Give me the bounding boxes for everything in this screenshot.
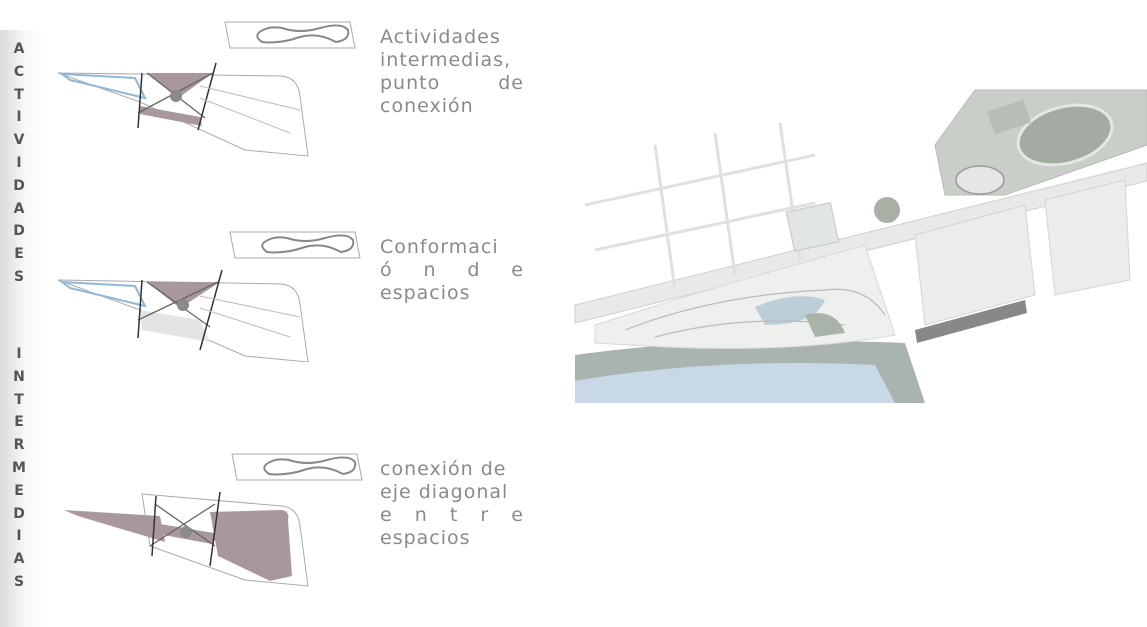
caption-line: eje diagonal (380, 481, 509, 503)
section-lines (137, 269, 223, 351)
caption-2: Conformaci ó n d e espacios (380, 236, 524, 305)
plaza-block (785, 202, 840, 252)
caption-line: conexión de (380, 458, 507, 480)
lake-edge (575, 340, 925, 403)
side-title-letter: D (13, 177, 25, 194)
caption-line: espacios (380, 527, 471, 549)
sports-field (987, 99, 1031, 135)
arena (955, 165, 1005, 195)
side-title-letter: M (12, 460, 26, 476)
diagram-1 (57, 21, 356, 157)
site-plan-image (574, 89, 1147, 403)
track-shape (229, 231, 361, 259)
side-title-letter: D (13, 505, 25, 522)
park-green (805, 313, 845, 337)
section-lines (151, 491, 221, 567)
park-water (755, 296, 825, 325)
roundabout (874, 197, 900, 223)
right-blocks (914, 179, 1131, 326)
caption-line: intermedias, (380, 49, 512, 71)
caption-line: conexión (380, 95, 474, 117)
diagram-3 (64, 453, 363, 587)
side-title-letter: A (13, 551, 25, 568)
guide-lines (199, 295, 301, 338)
side-title-bar (0, 30, 44, 627)
track-shape (231, 453, 363, 481)
caption-line: ó n d e (380, 259, 524, 281)
side-title-letter: C (13, 63, 25, 80)
side-title-letter: I (16, 528, 22, 545)
side-title-letter: S (13, 574, 25, 590)
left-wedge (64, 510, 165, 542)
side-title-letter: N (13, 368, 25, 385)
blue-strip (58, 280, 147, 308)
lower-band (140, 106, 202, 126)
node-point (180, 526, 192, 538)
side-title-letter: V (13, 132, 25, 149)
caption-line: Actividades (380, 26, 501, 48)
side-title-letter: E (14, 482, 24, 499)
side-title-letter: R (13, 437, 25, 454)
stadium (1016, 103, 1114, 167)
side-title-letter: D (13, 223, 25, 240)
blue-strip (58, 72, 147, 100)
site-outline (57, 72, 309, 157)
upper-triangle (147, 73, 213, 98)
side-title-letter: T (14, 86, 24, 103)
caption-1: Actividades intermedias, punto de conexi… (380, 26, 524, 118)
node-point (170, 90, 182, 102)
side-title-letter: A (13, 200, 25, 217)
side-title-letter: E (14, 246, 24, 263)
track-loop (256, 24, 350, 44)
side-title-letter: I (16, 109, 22, 126)
right-block (210, 510, 292, 581)
caption-line: e n t r e (380, 504, 524, 526)
node-point (177, 299, 189, 311)
lower-band (140, 310, 210, 342)
diagram-2 (57, 231, 361, 362)
site-outline (57, 279, 309, 362)
street-grid (584, 122, 816, 291)
main-avenue (574, 162, 1147, 324)
caption-line: espacios (380, 282, 471, 304)
side-title-letter: I (16, 346, 22, 362)
upper-triangle (147, 282, 220, 308)
side-title-letter: E (14, 414, 24, 431)
track-shape (224, 21, 356, 49)
cross-lines (149, 503, 216, 547)
caption-line: punto de (380, 72, 524, 94)
dark-strip (915, 300, 1027, 343)
guide-lines (199, 85, 301, 134)
site-outline (141, 493, 309, 587)
track-loop (263, 456, 357, 476)
side-title-letter: S (13, 269, 25, 285)
track-loop (261, 234, 355, 254)
caption-3: conexión de eje diagonal e n t r e espac… (380, 458, 524, 550)
section-lines (137, 62, 217, 131)
caption-line: Conformaci (380, 236, 499, 258)
side-title-letter: A (13, 41, 25, 57)
side-title-letter: T (14, 391, 24, 408)
side-title-letter: I (16, 155, 22, 171)
